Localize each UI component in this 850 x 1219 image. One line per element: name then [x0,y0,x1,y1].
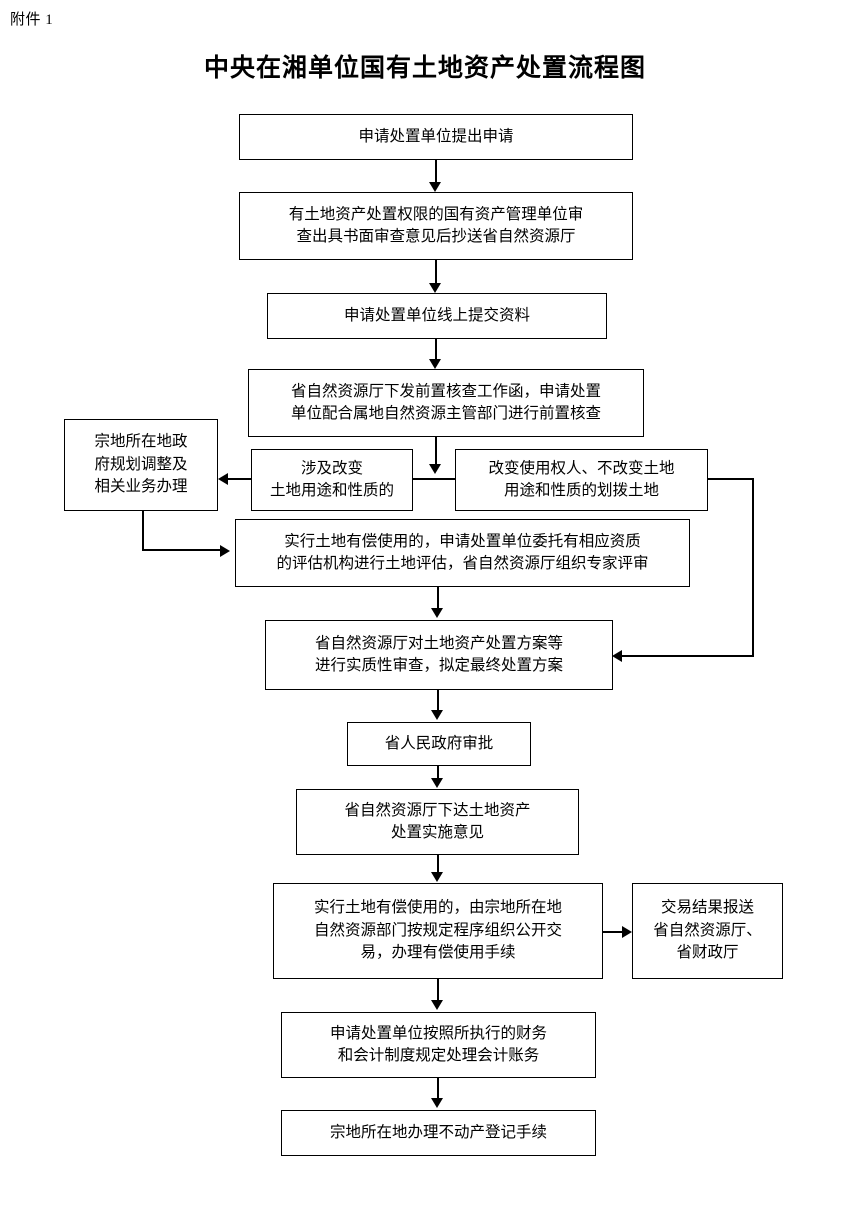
edge-n7-n9-top [708,478,754,480]
node-line: 省财政厅 [676,944,739,962]
node-line: 申请处置单位线上提交资料 [343,306,530,324]
edge-n4-branch-arrowhead [429,464,441,474]
node-line: 宗地所在地办理不动产登记手续 [329,1123,547,1141]
node-line: 查出具书面审查意见后抄送省自然资源厅 [296,228,576,245]
node-online-material-submit[interactable]: 申请处置单位线上提交资料 [267,293,607,339]
edge-n6-n5-arrowhead [218,473,228,485]
edge-n14-n15-arrowhead [431,1098,443,1108]
node-land-appraisal[interactable]: 实行土地有偿使用的，申请处置单位委托有相应资质 的评估机构进行土地评估，省自然资… [235,519,690,587]
node-report-transaction-result[interactable]: 交易结果报送 省自然资源厅、 省财政厅 [632,883,783,979]
node-line: 改变使用权人、不改变土地 [488,459,675,477]
node-line: 土地用途和性质的 [269,482,394,499]
edge-n7-n9-vertical [752,478,754,657]
node-line: 申请处置单位提出申请 [358,127,514,145]
edge-branch-bar [413,478,456,480]
node-line: 有土地资产处置权限的国有资产管理单位审 [288,205,584,223]
node-line: 的评估机构进行土地评估，省自然资源厅组织专家评审 [276,555,649,572]
edge-n5-n8-horizontal [142,549,221,551]
edge-n12-n14 [437,979,439,1001]
edge-n5-n8-vertical [142,511,144,551]
page-title: 中央在湘单位国有土地资产处置流程图 [203,55,646,82]
node-line: 易，办理有偿使用手续 [360,944,516,962]
node-local-government-planning[interactable]: 宗地所在地政 府规划调整及 相关业务办理 [64,419,218,511]
node-line: 单位配合属地自然资源主管部门进行前置核查 [290,405,601,422]
node-public-transaction[interactable]: 实行土地有偿使用的，由宗地所在地 自然资源部门按规定程序组织公开交 易，办理有偿… [273,883,603,979]
node-line: 处置实施意见 [390,824,484,841]
node-line: 和会计制度规定处理会计账务 [337,1047,540,1064]
node-property-registration[interactable]: 宗地所在地办理不动产登记手续 [281,1110,596,1156]
node-application-submit[interactable]: 申请处置单位提出申请 [239,114,633,160]
attachment-label: 附件 1 [10,12,54,28]
edge-n7-n9-bottom [622,655,754,657]
node-line: 省自然资源厅对土地资产处置方案等 [314,634,563,652]
node-accounting-treatment[interactable]: 申请处置单位按照所执行的财务 和会计制度规定处理会计账务 [281,1012,596,1078]
edge-n7-n9-arrowhead [612,650,622,662]
edge-n4-branch [435,437,437,467]
edge-n12-n13 [603,931,625,933]
node-line: 申请处置单位按照所执行的财务 [329,1024,547,1042]
edge-n9-n10 [437,690,439,712]
edge-n11-n12 [437,855,439,873]
node-line: 相关业务办理 [94,478,188,496]
edge-n6-n5 [221,478,253,480]
node-provincial-government-approval[interactable]: 省人民政府审批 [347,722,531,766]
node-line: 交易结果报送 [660,899,754,917]
edge-n2-n3-arrowhead [429,283,441,293]
node-line: 实行土地有偿使用的，申请处置单位委托有相应资质 [284,532,641,550]
node-line: 宗地所在地政 [94,433,188,451]
edge-n5-n8-arrowhead [220,545,230,557]
edge-n14-n15 [437,1078,439,1098]
node-line: 自然资源部门按规定程序组织公开交 [313,921,562,939]
node-branch-change-user-allocated-land[interactable]: 改变使用权人、不改变土地 用途和性质的划拨土地 [455,449,708,511]
node-line: 实行土地有偿使用的，由宗地所在地 [313,899,562,917]
node-branch-change-land-use[interactable]: 涉及改变 土地用途和性质的 [251,449,413,511]
edge-n2-n3 [435,260,437,284]
node-implementation-opinion[interactable]: 省自然资源厅下达土地资产 处置实施意见 [296,789,579,855]
node-line: 进行实质性审查，拟定最终处置方案 [314,657,563,674]
edge-n11-n12-arrowhead [431,872,443,882]
node-line: 省人民政府审批 [384,734,494,752]
edge-n9-n10-arrowhead [431,710,443,720]
edge-n1-n2-arrowhead [429,182,441,192]
edge-n12-n13-arrowhead [622,926,632,938]
node-line: 府规划调整及 [94,455,188,473]
edge-n8-n9 [437,587,439,609]
edge-n10-n11-arrowhead [431,778,443,788]
edge-n3-n4 [435,339,437,361]
node-pre-verification-letter[interactable]: 省自然资源厅下发前置核查工作函，申请处置 单位配合属地自然资源主管部门进行前置核… [248,369,644,437]
node-line: 省自然资源厅、 [653,921,762,939]
node-line: 省自然资源厅下达土地资产 [344,801,531,819]
node-substantive-review[interactable]: 省自然资源厅对土地资产处置方案等 进行实质性审查，拟定最终处置方案 [265,620,613,690]
edge-n8-n9-arrowhead [431,608,443,618]
edge-n10-n11 [437,766,439,780]
node-line: 用途和性质的划拨土地 [503,482,659,499]
node-line: 涉及改变 [300,459,363,477]
edge-n1-n2 [435,160,437,184]
edge-n3-n4-arrowhead [429,359,441,369]
node-line: 省自然资源厅下发前置核查工作函，申请处置 [290,382,601,400]
node-state-asset-review[interactable]: 有土地资产处置权限的国有资产管理单位审 查出具书面审查意见后抄送省自然资源厅 [239,192,633,260]
edge-n12-n14-arrowhead [431,1000,443,1010]
